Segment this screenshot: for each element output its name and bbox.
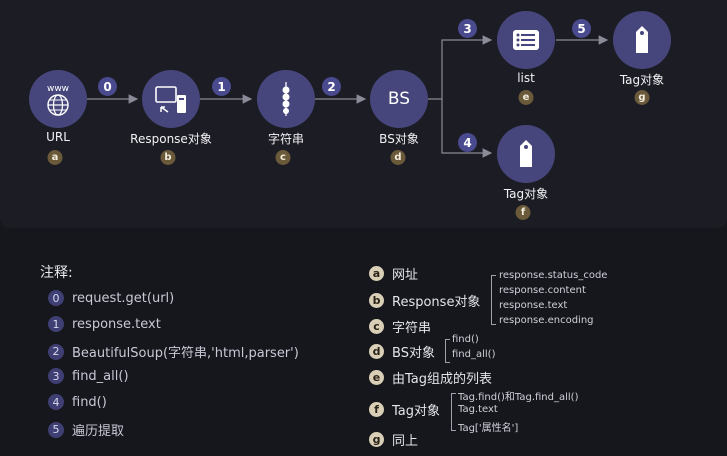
detail-f-1: Tag.text (458, 404, 498, 415)
node-letter-e: e (518, 90, 534, 105)
beads-icon (282, 82, 290, 116)
note-item: 5 遍历提取 (48, 420, 124, 439)
string-node-label: 字符串 (267, 132, 305, 146)
node-letter-g: g (634, 90, 650, 105)
note-number: 3 (48, 368, 64, 384)
detail-b-2: response.text (499, 300, 568, 311)
note-text: find() (72, 394, 107, 410)
detail-d-0: find() (452, 334, 479, 345)
note-item: 2 BeautifulSoup(字符串,'html,parser') (48, 342, 299, 361)
www-text: www (47, 84, 69, 94)
list-node (497, 11, 555, 69)
brace-f (451, 393, 456, 431)
legend-item-c: c 字符串 (369, 317, 431, 336)
response-node-label: Response对象 (130, 132, 212, 146)
detail-b-1: response.content (499, 285, 586, 296)
note-number: 5 (48, 421, 64, 438)
note-item: 4 find() (48, 394, 107, 410)
node-letter-c: c (275, 150, 291, 165)
legend-letter: b (369, 293, 384, 308)
note-text: response.text (72, 316, 161, 332)
note-item: 0 request.get(url) (48, 290, 174, 306)
detail-f-0: Tag.find()和Tag.find_all() (458, 392, 579, 403)
tag-icon (636, 26, 648, 53)
tag-icon (520, 140, 532, 167)
arrow-3 (428, 35, 493, 100)
string-node (257, 70, 315, 128)
step-badge-2: 2 (322, 77, 341, 96)
bs-icon-text: BS (387, 89, 411, 109)
legend-item-a: a 网址 (369, 264, 418, 283)
legend-item-d: d BS对象 (369, 342, 435, 361)
brace-b (491, 275, 496, 325)
response-node (142, 70, 200, 128)
step-badge-0: 0 (98, 77, 117, 96)
step-badge-5: 5 (572, 19, 591, 38)
node-letter-d: d (390, 150, 406, 165)
computer-icon (155, 86, 186, 113)
legend-text: BS对象 (392, 346, 435, 361)
legend-letter: d (369, 344, 384, 359)
node-letter-b: b (160, 150, 176, 165)
note-item: 3 find_all() (48, 368, 129, 384)
legend-text: Tag对象 (392, 404, 441, 419)
legend-letter: e (369, 370, 384, 385)
legend-item-e: e 由Tag组成的列表 (369, 368, 492, 387)
tag-node-g-label: Tag对象 (619, 73, 665, 87)
legend-text: Response对象 (392, 295, 481, 310)
step-badge-4: 4 (458, 133, 477, 152)
brace-d (445, 339, 450, 363)
url-node: www (29, 70, 87, 128)
list-icon (513, 30, 539, 50)
detail-b-0: response.status_code (499, 270, 608, 281)
legend-text: 同上 (392, 434, 419, 449)
tag-node-f-label: Tag对象 (503, 187, 549, 201)
legend-letter: g (369, 432, 384, 447)
step-badge-3: 3 (458, 19, 477, 38)
note-number: 0 (48, 290, 64, 306)
url-node-label: URL (46, 130, 70, 144)
node-letter-f: f (515, 205, 531, 220)
note-text: request.get(url) (72, 290, 175, 306)
legend-text: 由Tag组成的列表 (392, 372, 493, 387)
node-letter-a: a (47, 150, 63, 165)
note-number: 4 (48, 394, 64, 410)
notes-title: 注释: (40, 265, 73, 281)
note-text: find_all() (72, 368, 129, 384)
list-node-label: list (517, 71, 535, 85)
legend-item-f: f Tag对象 (369, 400, 440, 419)
bs-node-label: BS对象 (379, 132, 419, 146)
note-text: 遍历提取 (72, 424, 125, 439)
legend-item-b: b Response对象 (369, 291, 480, 310)
legend-text: 网址 (392, 268, 419, 283)
tag-node-f (497, 125, 555, 183)
flow-connectors (87, 35, 609, 158)
note-number: 2 (48, 343, 64, 360)
bs-node: BS (370, 70, 428, 128)
note-number: 1 (48, 316, 64, 332)
legend-text: 字符串 (392, 321, 432, 336)
legend-letter: a (369, 266, 384, 281)
detail-d-1: find_all() (452, 349, 496, 360)
step-badge-1: 1 (212, 77, 231, 96)
note-text: BeautifulSoup(字符串,'html,parser') (72, 346, 299, 361)
legend-letter: f (369, 402, 384, 417)
legend-letter: c (369, 319, 384, 334)
arrow-4 (441, 99, 493, 158)
note-item: 1 response.text (48, 316, 161, 332)
legend-item-g: g 同上 (369, 430, 418, 449)
tag-node-g (613, 11, 671, 69)
detail-f-2: Tag['属性名'] (458, 423, 519, 434)
detail-b-3: response.encoding (499, 315, 594, 326)
globe-icon: www (47, 84, 69, 116)
